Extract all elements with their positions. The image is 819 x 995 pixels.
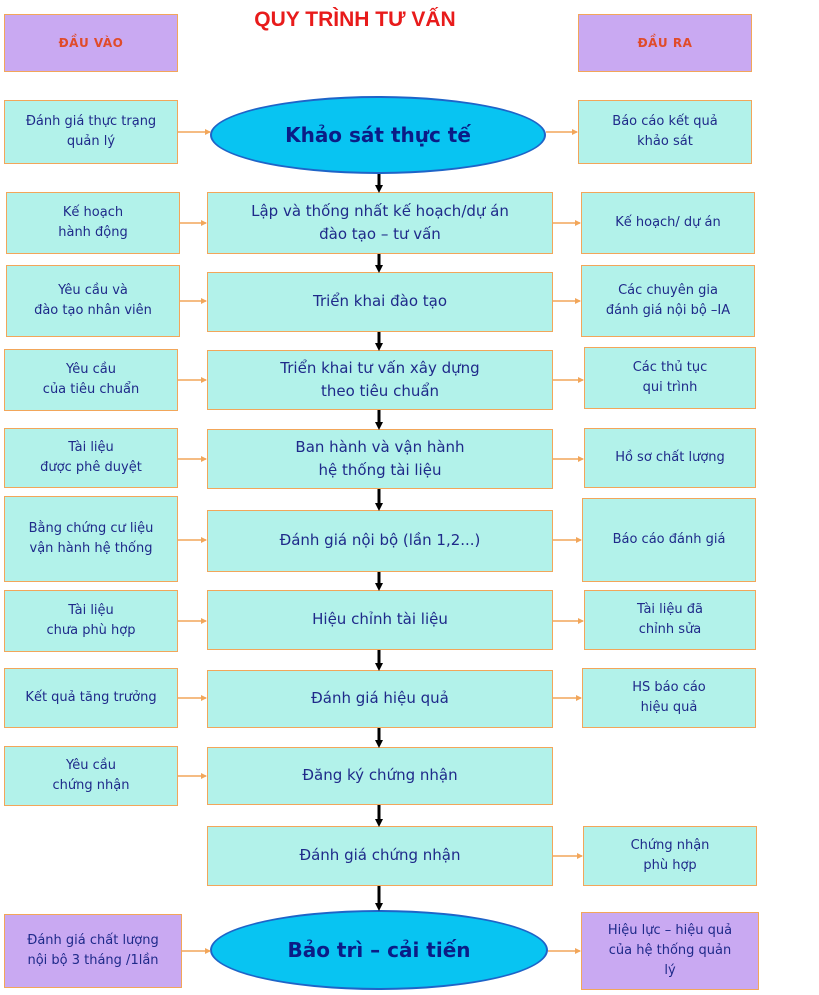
input-box-11: Đánh giá chất lượng nội bộ 3 tháng /1lần <box>4 914 182 988</box>
output-box-5: Hồ sơ chất lượng <box>584 428 756 488</box>
input-header: ĐẦU VÀO <box>4 14 178 72</box>
step-box-5: Ban hành và vận hành hệ thống tài liệu <box>207 429 553 489</box>
input-box-3: Yêu cầu và đào tạo nhân viên <box>6 265 180 337</box>
input-box-6: Bằng chứng cư liệu vận hành hệ thống <box>4 496 178 582</box>
step-box-2: Lập và thống nhất kế hoạch/dự án đào tạo… <box>207 192 553 254</box>
output-box-1: Báo cáo kết quả khảo sát <box>578 100 752 164</box>
page-title: QUY TRÌNH TƯ VẤN <box>254 8 456 31</box>
input-box-2: Kế hoạch hành động <box>6 192 180 254</box>
output-box-11: Hiệu lực – hiệu quả của hệ thống quản lý <box>581 912 759 990</box>
step-box-10: Đánh giá chứng nhận <box>207 826 553 886</box>
step-box-3: Triển khai đào tạo <box>207 272 553 332</box>
output-box-7: Tài liệu đã chỉnh sửa <box>584 590 756 650</box>
output-box-10: Chứng nhận phù hợp <box>583 826 757 886</box>
output-box-6: Báo cáo đánh giá <box>582 498 756 582</box>
step-ellipse-11: Bảo trì – cải tiến <box>210 910 548 990</box>
input-box-1: Đánh giá thực trạng quản lý <box>4 100 178 164</box>
input-box-5: Tài liệu được phê duyệt <box>4 428 178 488</box>
input-box-8: Kết quả tăng trưởng <box>4 668 178 728</box>
step-box-4: Triển khai tư vấn xây dựng theo tiêu chu… <box>207 350 553 410</box>
output-box-2: Kế hoạch/ dự án <box>581 192 755 254</box>
input-box-9: Yêu cầu chứng nhận <box>4 746 178 806</box>
input-box-7: Tài liệu chưa phù hợp <box>4 590 178 652</box>
output-box-8: HS báo cáo hiệu quả <box>582 668 756 728</box>
output-box-3: Các chuyên gia đánh giá nội bộ –IA <box>581 265 755 337</box>
step-ellipse-1: Khảo sát thực tế <box>210 96 546 174</box>
input-box-4: Yêu cầu của tiêu chuẩn <box>4 349 178 411</box>
output-box-4: Các thủ tục qui trình <box>584 347 756 409</box>
step-box-9: Đăng ký chứng nhận <box>207 747 553 805</box>
output-header: ĐẦU RA <box>578 14 752 72</box>
